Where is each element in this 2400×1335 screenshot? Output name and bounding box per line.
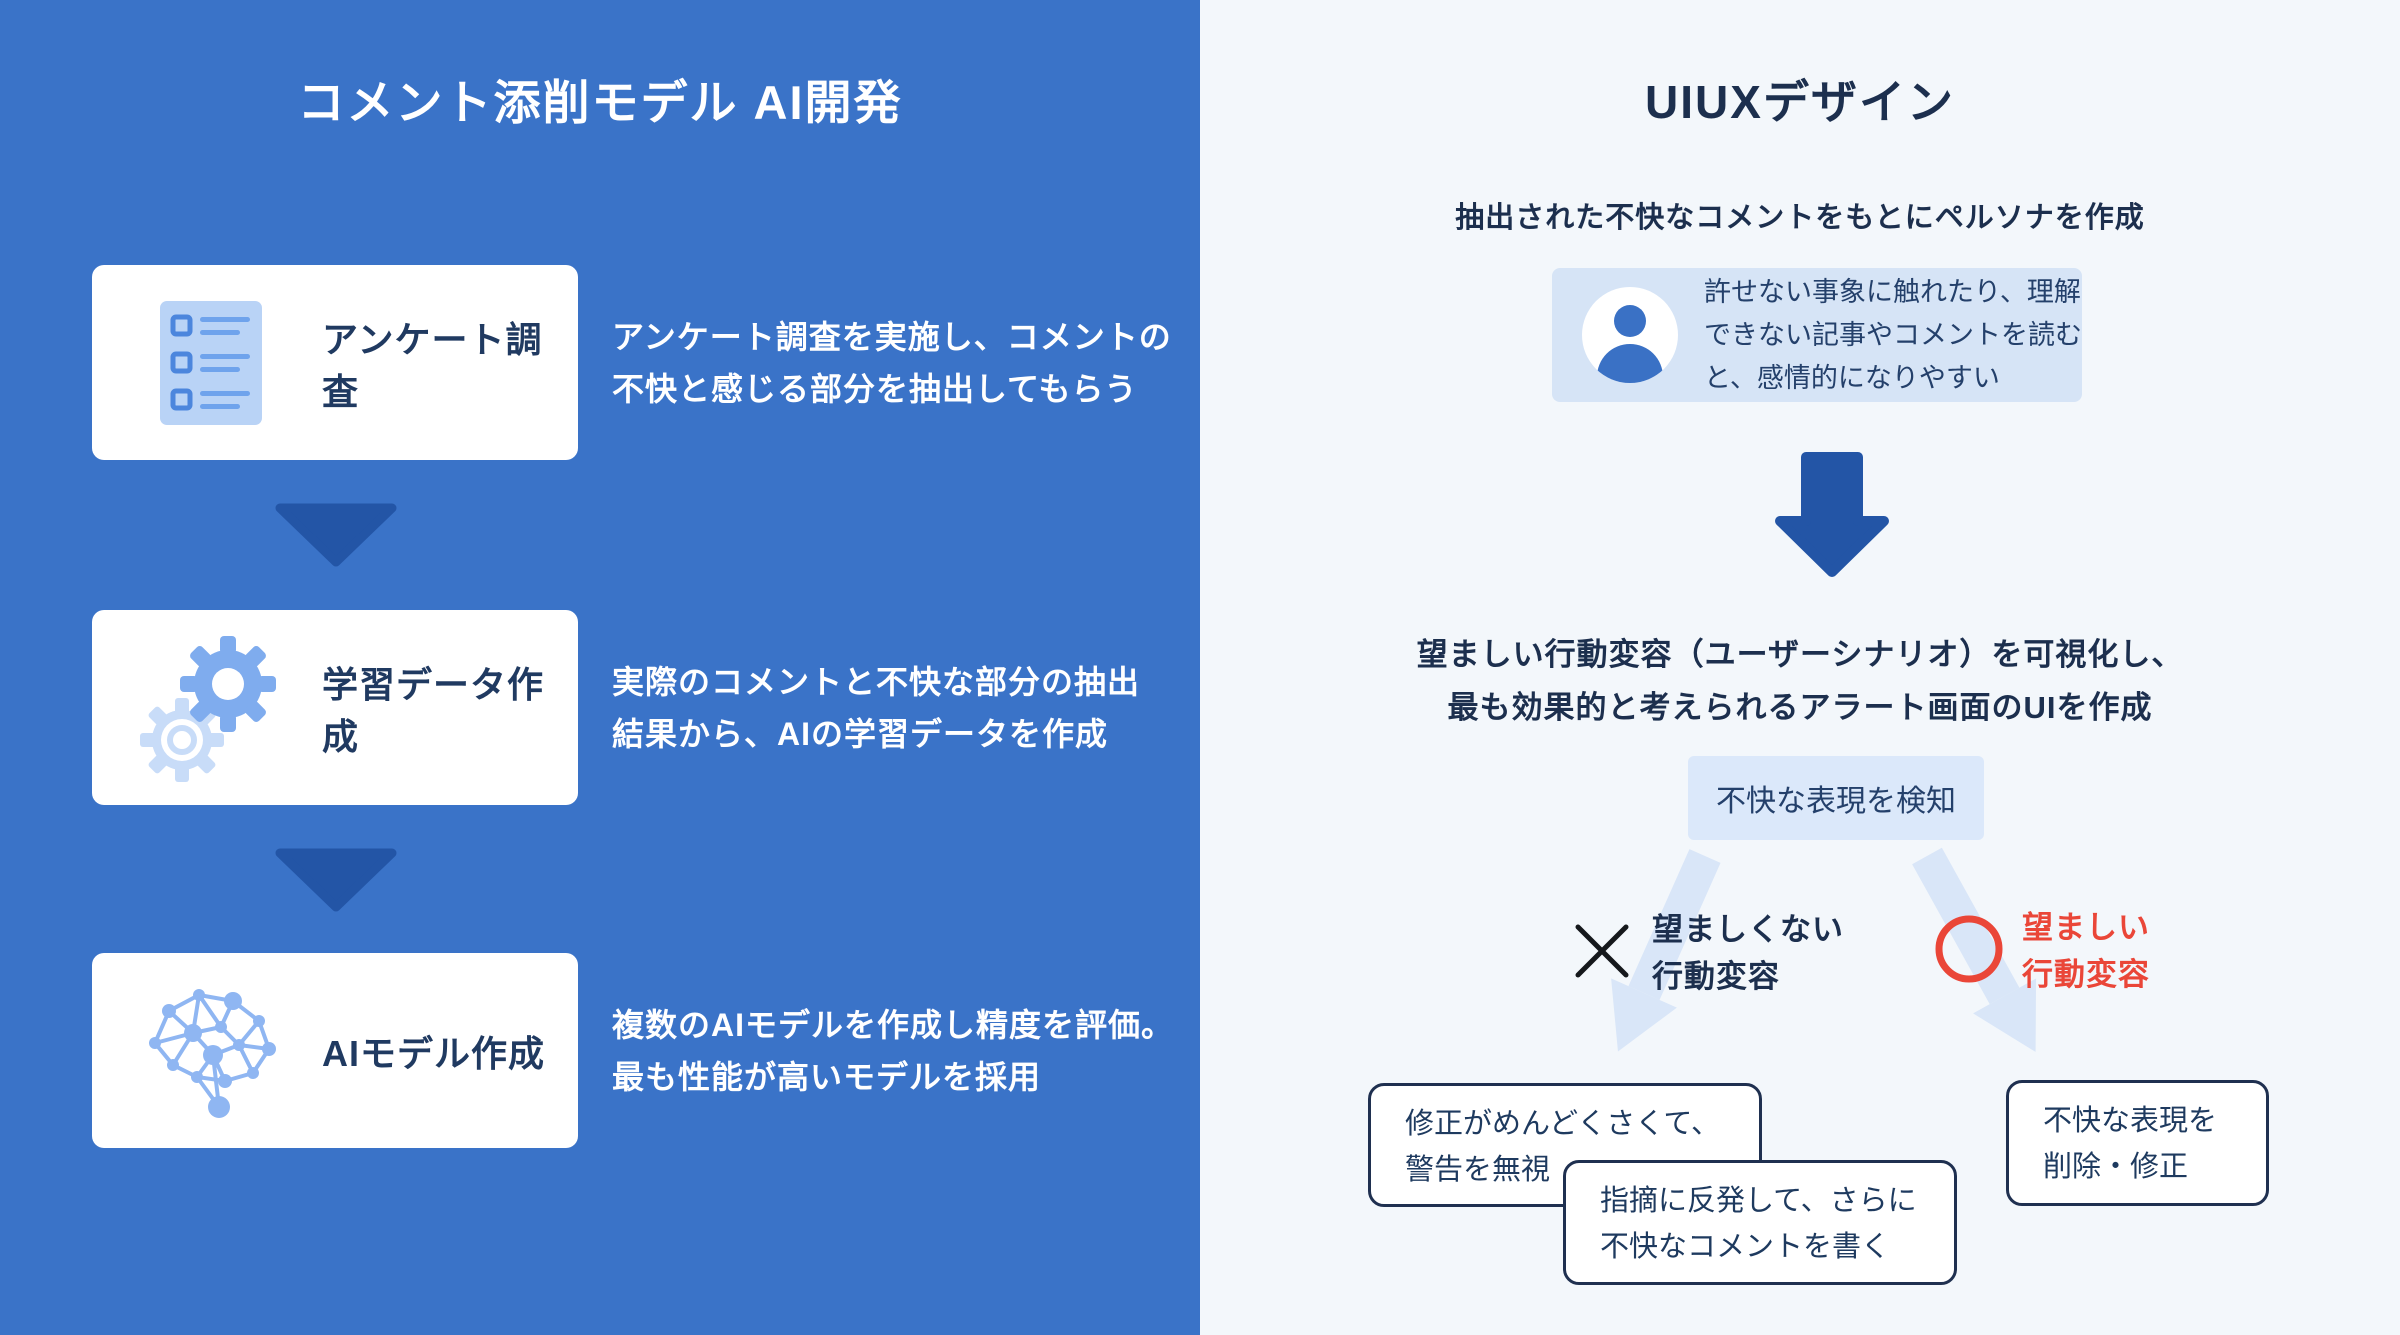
bad-branch: 望ましくない 行動変容 <box>1570 906 1844 1000</box>
brain-icon <box>136 975 286 1127</box>
scenario-heading: 望ましい行動変容（ユーザーシナリオ）を可視化し、 最も効果的と考えられるアラート… <box>1416 637 2184 725</box>
right-panel-title: UIUXデザイン <box>1645 76 1955 128</box>
good-branch-label: 望ましい 行動変容 <box>2022 910 2150 992</box>
outcome-box-write-worse-comment: 指摘に反発して、さらに 不快なコメントを書く <box>1563 1160 1957 1285</box>
persona-text: 許せない事象に触れたり、理解 できない記事やコメントを読む と、感情的になりやす… <box>1704 276 2082 393</box>
step-label: アンケート調査 <box>322 318 543 412</box>
step-label: 学習データ作成 <box>322 663 545 757</box>
step-description: 実際のコメントと不快な部分の抽出 結果から、AIの学習データを作成 <box>612 664 1141 752</box>
step-card-ai-model: AIモデル作成 <box>92 953 578 1148</box>
survey-icon <box>136 287 286 439</box>
person-icon <box>1582 287 1678 383</box>
detect-box: 不快な表現を検知 <box>1688 756 1984 840</box>
gears-icon <box>136 632 286 784</box>
left-panel-ai-development: コメント添削モデル AI開発 アンケ <box>0 0 1200 1335</box>
persona-card: 許せない事象に触れたり、理解 できない記事やコメントを読む と、感情的になりやす… <box>1552 268 2082 402</box>
right-panel-uiux-design: UIUXデザイン 抽出された不快なコメントをもとにペルソナを作成 許せない事象に… <box>1200 0 2400 1335</box>
step-description: アンケート調査を実施し、コメントの 不快と感じる部分を抽出してもらう <box>612 319 1172 407</box>
step-card-survey: アンケート調査 <box>92 265 578 460</box>
left-panel-title: コメント添削モデル AI開発 <box>297 76 903 129</box>
big-arrow-down-icon <box>1775 452 1889 577</box>
step-label: AIモデル作成 <box>322 1032 546 1074</box>
x-mark-icon <box>1570 919 1634 988</box>
detect-box-label: 不快な表現を検知 <box>1716 785 1956 818</box>
step-card-training-data: 学習データ作成 <box>92 610 578 805</box>
good-branch: 望ましい 行動変容 <box>1934 904 2150 998</box>
arrow-down-icon <box>272 503 400 569</box>
step-description: 複数のAIモデルを作成し精度を評価。 最も性能が高いモデルを採用 <box>612 1007 1175 1095</box>
bad-branch-label: 望ましくない 行動変容 <box>1652 912 1844 994</box>
circle-mark-icon <box>1934 914 2004 989</box>
arrow-down-icon <box>272 848 400 914</box>
outcome-box-fix-expression: 不快な表現を 削除・修正 <box>2006 1080 2269 1206</box>
persona-heading: 抽出された不快なコメントをもとにペルソナを作成 <box>1455 202 2145 234</box>
